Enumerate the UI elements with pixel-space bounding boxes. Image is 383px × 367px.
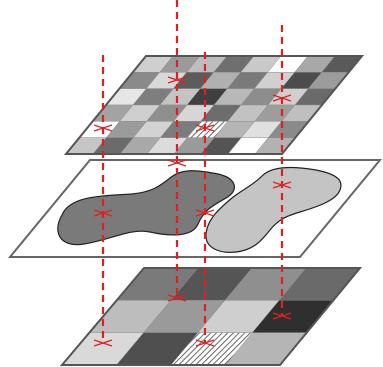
intersection-marker <box>167 294 187 302</box>
intersection-marker <box>93 209 113 217</box>
intersection-marker <box>272 94 292 102</box>
middle-vector-layer <box>7 159 383 258</box>
vertical-dashed-lines <box>93 0 292 347</box>
intersection-marker <box>272 181 292 189</box>
bottom-grid-outline <box>59 267 363 366</box>
top-raster-layer <box>63 55 365 155</box>
intersection-marker <box>195 339 215 347</box>
top-grid-outline <box>63 55 365 155</box>
intersection-marker <box>272 312 292 320</box>
intersection-marker <box>195 124 215 132</box>
intersection-marker <box>195 209 215 217</box>
bottom-raster-layer <box>59 267 363 366</box>
intersection-marker <box>93 124 113 132</box>
light-region-polygon <box>205 166 342 253</box>
intersection-marker <box>167 76 187 84</box>
intersection-marker <box>167 159 187 167</box>
intersection-marker <box>93 339 113 347</box>
